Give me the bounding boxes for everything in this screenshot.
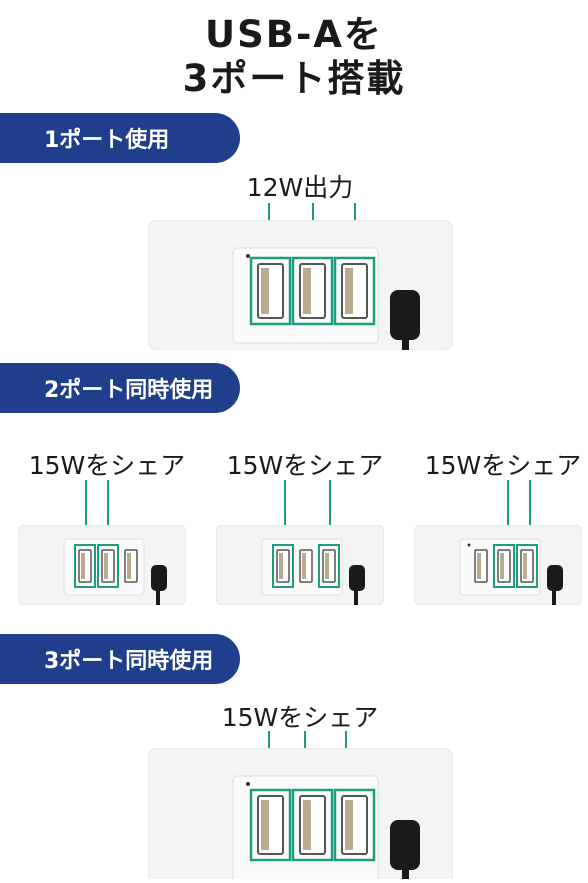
lead-line (329, 480, 331, 542)
section-2-label-c: 15Wをシェア (424, 451, 582, 480)
power-cord-plug (390, 290, 420, 340)
lead-line (507, 480, 509, 542)
lead-line (529, 480, 531, 542)
section-2-label-a: 15Wをシェア (28, 451, 186, 480)
charger-image-2c (413, 524, 583, 606)
section-3-label: 15Wをシェア (221, 703, 379, 732)
title-line-2: 3ポート搭載 (182, 57, 406, 100)
charger-image-2a (17, 524, 187, 606)
section-2-header: 2ポート同時使用 (0, 363, 240, 413)
charger-image-3 (147, 747, 454, 883)
lead-line (85, 480, 87, 542)
section-1-label: 12W出力 (246, 173, 354, 202)
usb-port-1 (249, 788, 292, 862)
charger-image-1 (147, 219, 454, 351)
usb-port-3 (333, 788, 376, 862)
usb-port-2 (291, 788, 334, 862)
usb-port-1 (249, 256, 292, 326)
lead-line (107, 480, 109, 542)
usb-port-3 (333, 256, 376, 326)
title-line-1: USB-Aを (205, 13, 383, 56)
usb-port-2 (291, 256, 334, 326)
charger-image-2b (215, 524, 385, 606)
section-3-header: 3ポート同時使用 (0, 634, 240, 684)
lead-line (284, 480, 286, 542)
section-1-header: 1ポート使用 (0, 113, 240, 163)
section-2-label-b: 15Wをシェア (226, 451, 384, 480)
